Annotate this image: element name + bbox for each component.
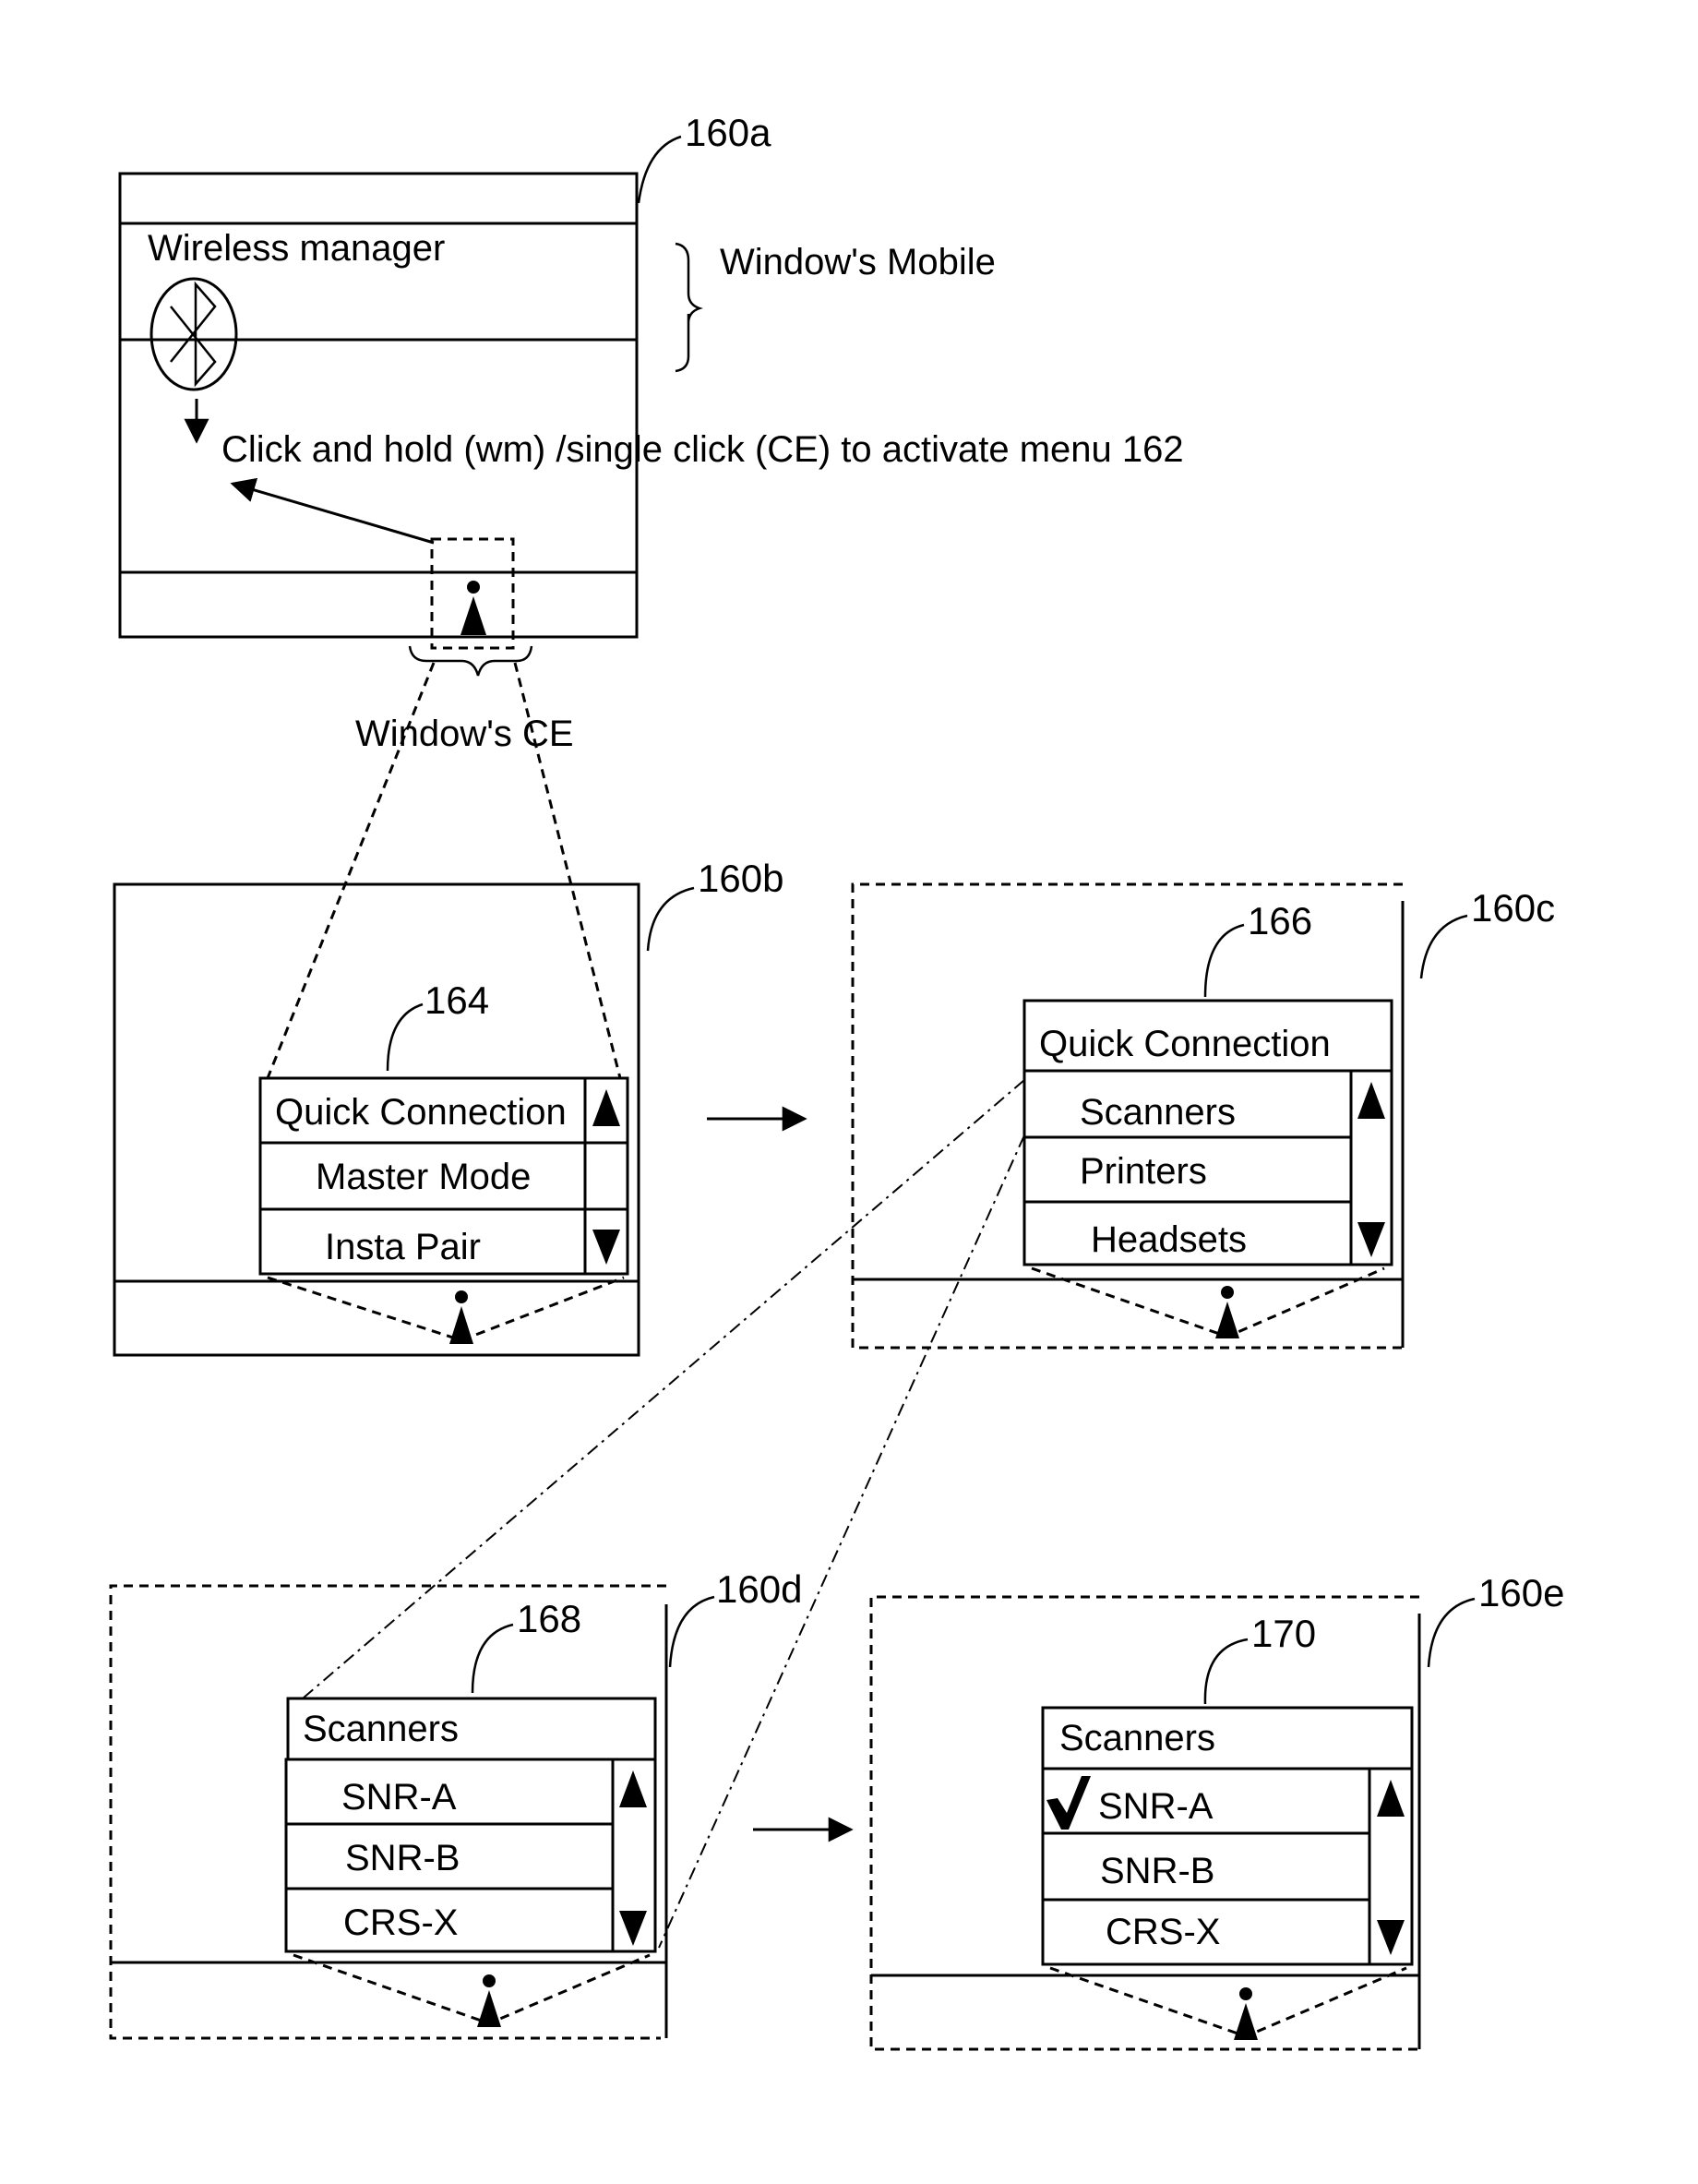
window-mobile-label: Window's Mobile bbox=[720, 242, 996, 282]
ref-164: 164 bbox=[424, 978, 489, 1022]
device-icon[interactable] bbox=[1234, 1987, 1258, 2040]
screen-160d: Scanners SNR-A SNR-B CRS-X 168 160d bbox=[111, 1567, 802, 2038]
device-icon[interactable] bbox=[1215, 1286, 1239, 1338]
ref-170: 170 bbox=[1251, 1612, 1316, 1655]
menu-header-quick-connection: Quick Connection bbox=[1039, 1024, 1331, 1064]
scroll-down-icon[interactable] bbox=[592, 1230, 620, 1265]
menu-item-printers[interactable]: Printers bbox=[1080, 1151, 1207, 1192]
brace-window-mobile bbox=[676, 244, 700, 371]
window-ce-label: Window's CE bbox=[355, 714, 574, 754]
ref-160c: 160c bbox=[1471, 886, 1555, 930]
scroll-up-icon[interactable] bbox=[1357, 1082, 1385, 1119]
menu-item-snr-b[interactable]: SNR-B bbox=[1100, 1851, 1214, 1891]
device-icon[interactable] bbox=[477, 1974, 501, 2027]
menu-item-snr-a-selected[interactable]: SNR-A bbox=[1098, 1786, 1214, 1827]
device-icon[interactable] bbox=[460, 581, 486, 635]
menu-item-snr-a[interactable]: SNR-A bbox=[341, 1777, 457, 1818]
menu-item-crs-x[interactable]: CRS-X bbox=[1106, 1912, 1220, 1952]
scroll-down-icon[interactable] bbox=[619, 1911, 647, 1946]
scroll-up-icon[interactable] bbox=[619, 1770, 647, 1807]
screen-160b: Quick Connection Master Mode Insta Pair … bbox=[114, 857, 783, 1355]
scroll-down-icon[interactable] bbox=[1357, 1222, 1385, 1257]
scroll-down-icon[interactable] bbox=[1377, 1920, 1405, 1955]
menu-item-quick-connection[interactable]: Quick Connection bbox=[275, 1092, 567, 1133]
menu-item-scanners[interactable]: Scanners bbox=[1080, 1092, 1236, 1133]
menu-item-master-mode[interactable]: Master Mode bbox=[316, 1157, 531, 1197]
ref-160a: 160a bbox=[685, 111, 771, 154]
bluetooth-icon[interactable] bbox=[151, 279, 236, 390]
screen-160e: Scanners SNR-A SNR-B CRS-X 170 160e bbox=[871, 1571, 1564, 2049]
scroll-up-icon[interactable] bbox=[592, 1089, 620, 1126]
ref-160e: 160e bbox=[1478, 1571, 1564, 1614]
pointer-arrow bbox=[233, 484, 434, 543]
ref-168: 168 bbox=[517, 1597, 581, 1640]
menu-item-headsets[interactable]: Headsets bbox=[1091, 1219, 1247, 1260]
instruction-text: Click and hold (wm) /single click (CE) t… bbox=[221, 429, 1184, 470]
device-icon[interactable] bbox=[449, 1290, 473, 1344]
brace-window-ce bbox=[410, 646, 532, 676]
menu-header-scanners: Scanners bbox=[303, 1709, 459, 1749]
checkmark-icon bbox=[1046, 1776, 1091, 1830]
screen-160a: Wireless manager Click and hold (wm) /si… bbox=[120, 111, 1184, 754]
screen-160c: Quick Connection Scanners Printers Heads… bbox=[853, 884, 1555, 1348]
ref-160b: 160b bbox=[698, 857, 783, 900]
menu-item-snr-b[interactable]: SNR-B bbox=[345, 1838, 460, 1878]
wireless-manager-title: Wireless manager bbox=[148, 228, 445, 269]
menu-header-scanners: Scanners bbox=[1059, 1718, 1215, 1758]
ref-166: 166 bbox=[1248, 899, 1312, 942]
menu-item-insta-pair[interactable]: Insta Pair bbox=[325, 1227, 481, 1267]
menu-item-crs-x[interactable]: CRS-X bbox=[343, 1902, 458, 1943]
scroll-up-icon[interactable] bbox=[1377, 1780, 1405, 1817]
ref-160d: 160d bbox=[716, 1567, 802, 1611]
